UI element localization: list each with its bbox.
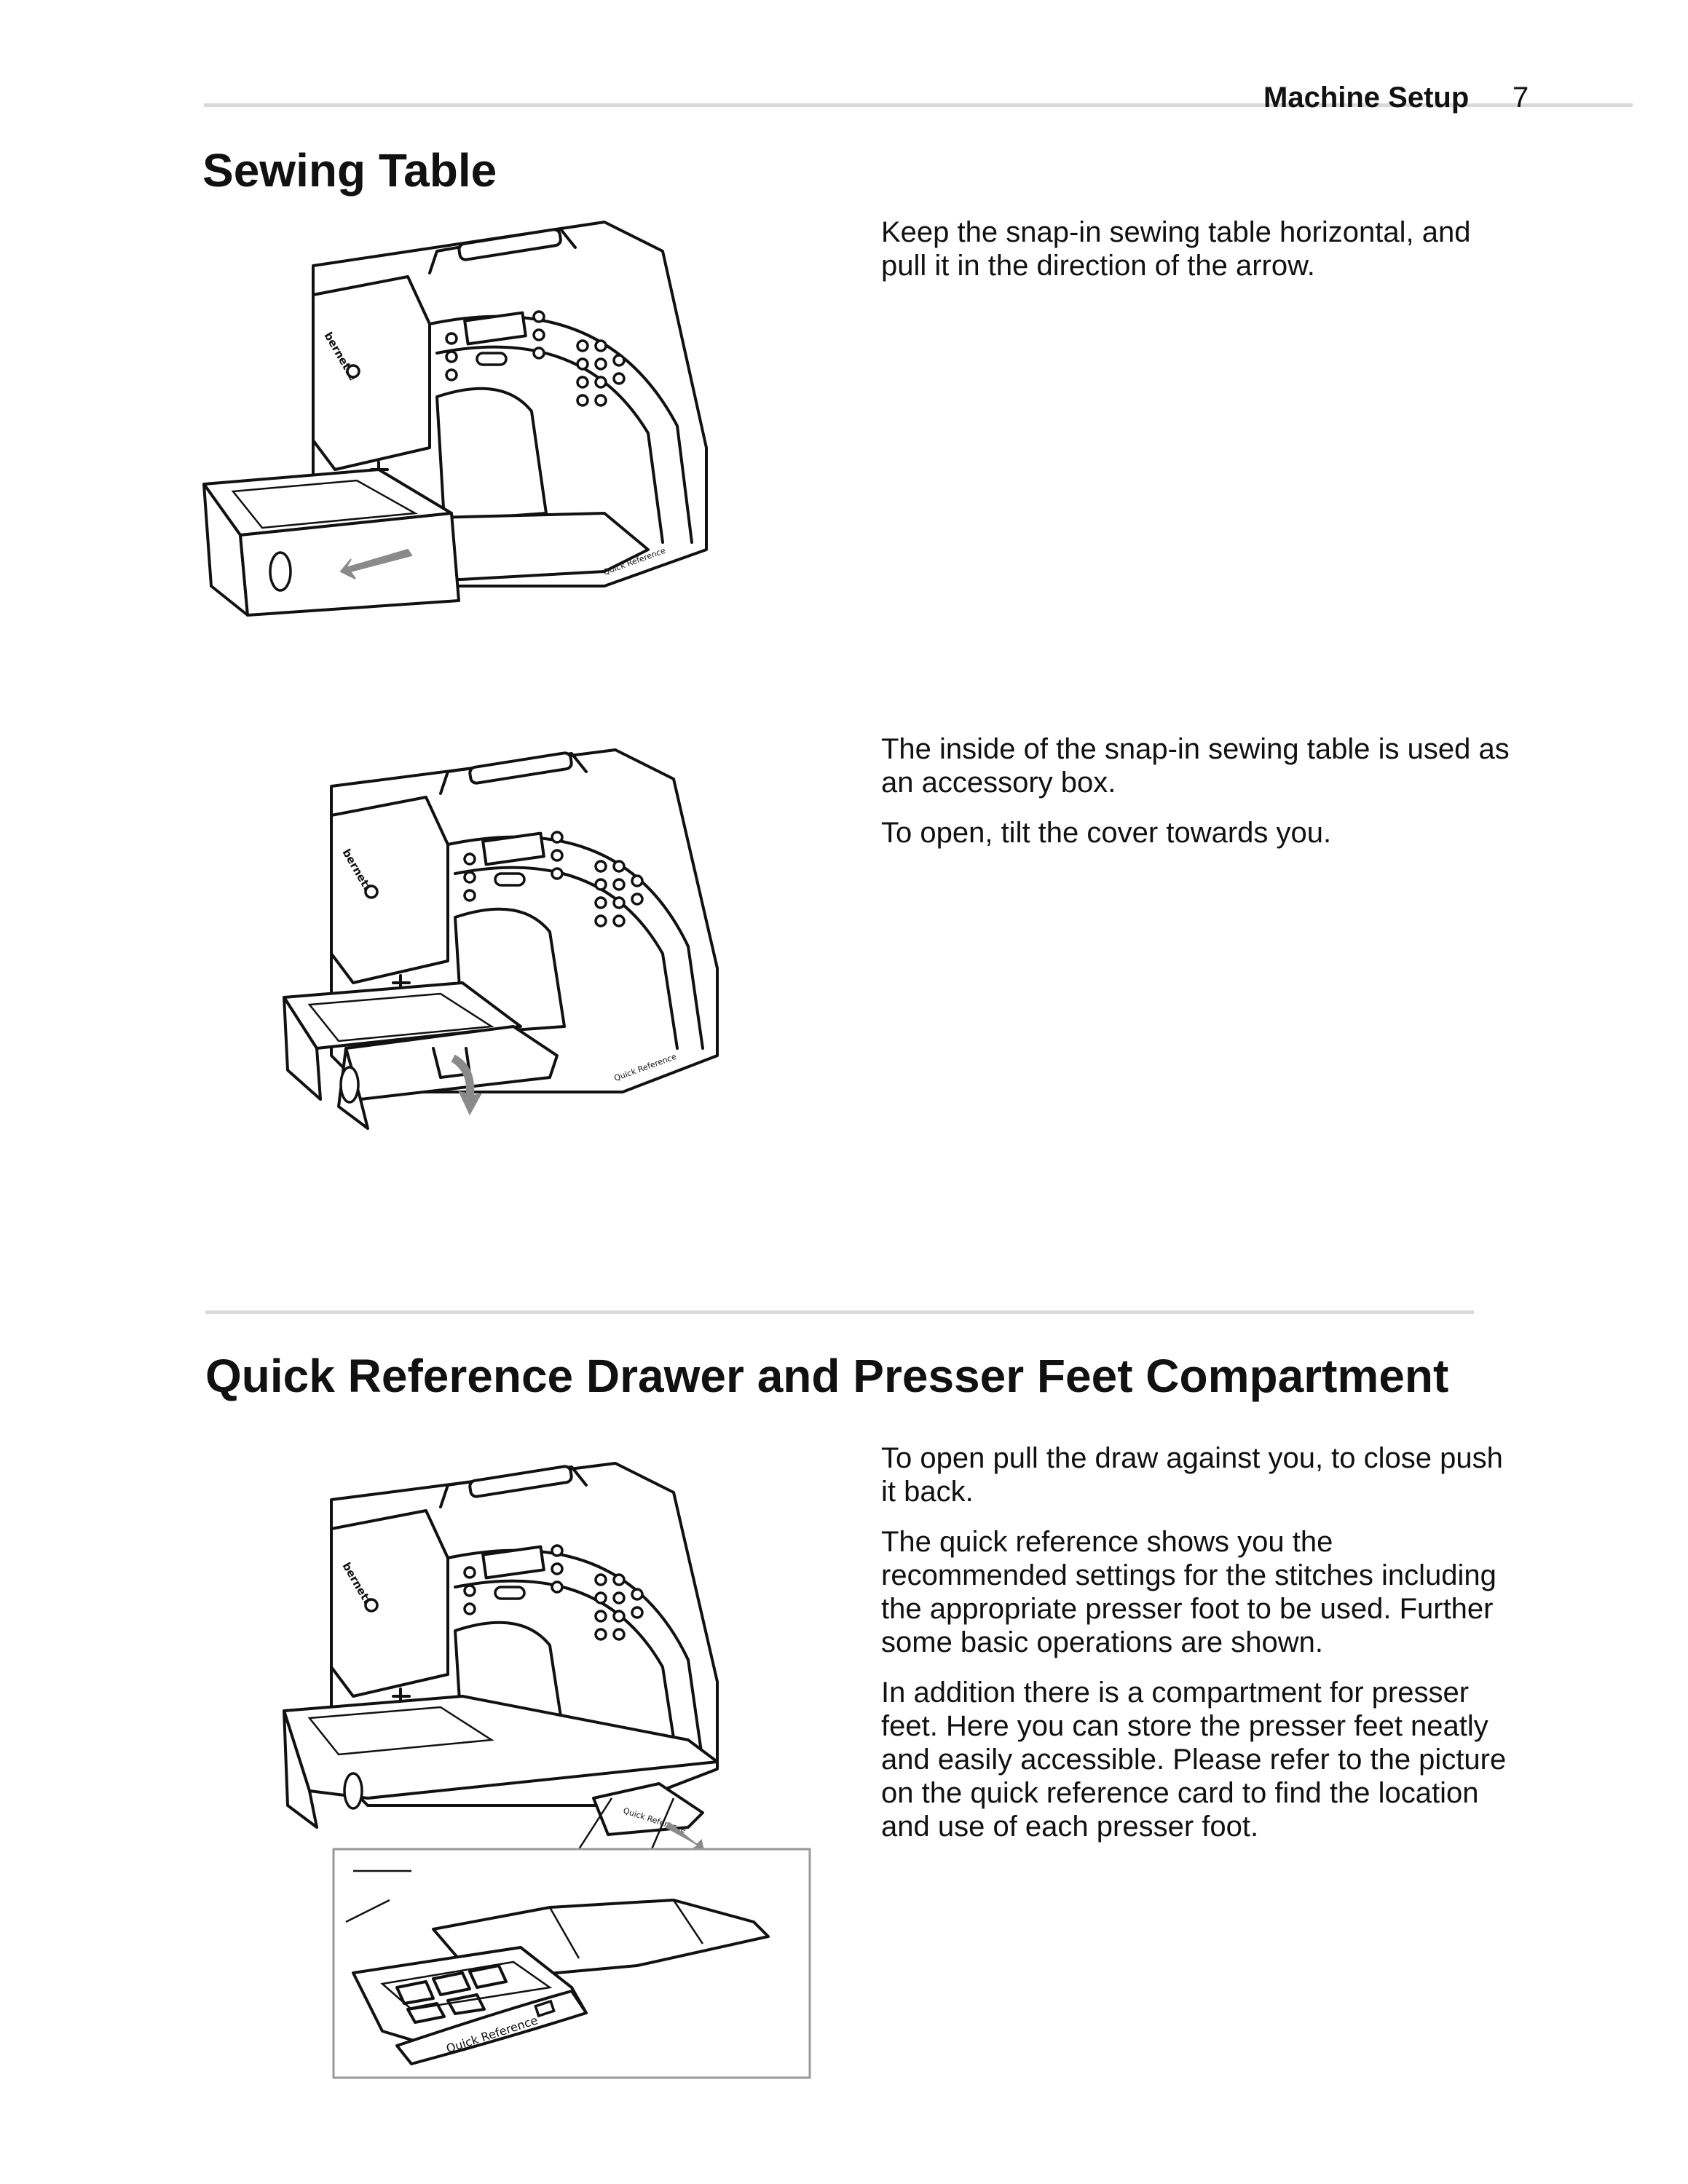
quick-reference-heading: Quick Reference Drawer and Presser Feet … [205, 1350, 1449, 1402]
header-section-title: Machine Setup [1263, 82, 1470, 114]
presser-feet [395, 1964, 508, 2024]
sewing-table-text-1: Keep the snap-in sewing table horizontal… [881, 215, 1522, 299]
paragraph: To open pull the draw against you, to cl… [881, 1442, 1503, 1508]
sewing-machine-accessory-box-illustration: bernette Quick Reference [283, 748, 719, 1130]
paragraph: The inside of the snap-in sewing table i… [881, 733, 1510, 799]
tilt-arrow-icon [451, 1054, 482, 1116]
control-buttons [445, 310, 626, 407]
quick-reference-text: To open pull the draw against you, to cl… [881, 1441, 1522, 1860]
sewing-table-heading: Sewing Table [202, 144, 497, 197]
paragraph: The quick reference shows you the recomm… [881, 1526, 1496, 1658]
header-page-number: 7 [1513, 82, 1529, 114]
sewing-table-text-2: The inside of the snap-in sewing table i… [881, 732, 1522, 866]
control-buttons [463, 831, 644, 927]
section-divider [205, 1310, 1474, 1314]
paragraph: In addition there is a compartment for p… [881, 1677, 1507, 1843]
quick-reference-drawer [592, 1782, 704, 1836]
drawer-arrow-icon [665, 1821, 706, 1855]
paragraph: To open, tilt the cover towards you. [881, 817, 1332, 849]
header-rule [204, 103, 1633, 107]
paragraph: Keep the snap-in sewing table horizontal… [881, 216, 1471, 282]
sewing-machine-quick-reference-drawer-illustration: bernette Quick Reference [283, 1462, 719, 1855]
sewing-machine-pull-table-illustration: bernette Quick Reference [202, 221, 708, 617]
pull-arrow-icon [339, 548, 413, 579]
presser-feet-compartment-detail-illustration: Quick Reference [332, 1797, 811, 2079]
control-buttons [463, 1544, 644, 1641]
